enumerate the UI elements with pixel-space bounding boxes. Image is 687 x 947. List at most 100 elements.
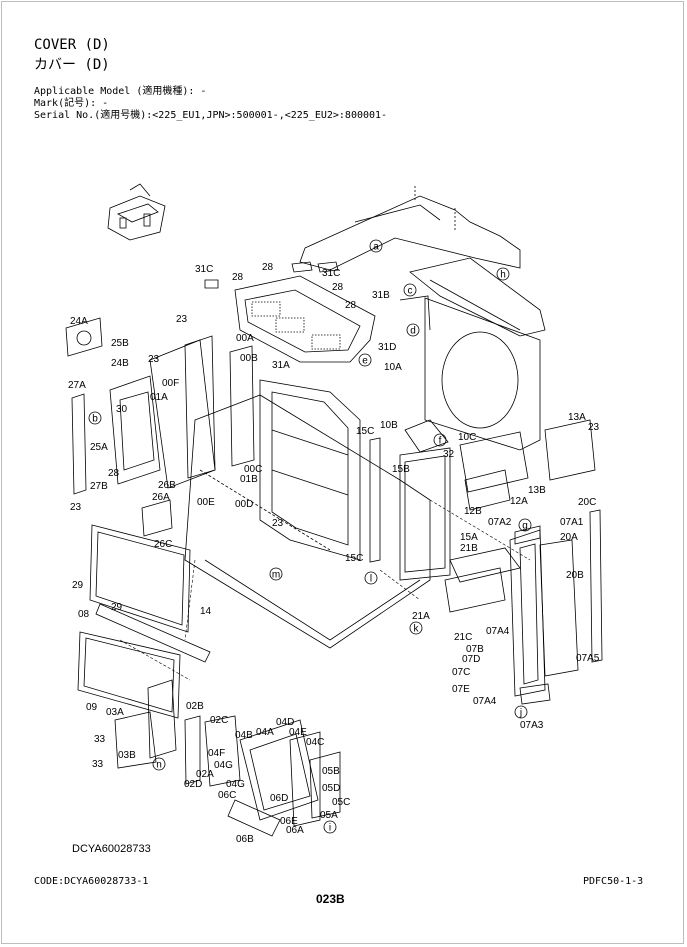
label-12a: 12A [510,496,528,507]
label-02c: 02C [210,715,228,726]
label-28: 28 [108,468,120,479]
base-frame [184,394,431,649]
label-31d: 31D [378,342,396,353]
svg-text:h: h [500,270,506,281]
svg-text:l: l [370,574,372,585]
part-10a-fan-shroud [399,295,541,453]
label-06a: 06A [286,825,304,836]
label-28: 28 [332,282,344,293]
callout-k: k [409,621,423,635]
label-07a4: 07A4 [486,626,510,637]
label-04f: 04F [208,748,225,759]
label-06e: 06E [280,816,298,827]
callout-f: f [433,433,447,447]
label-33: 33 [94,734,106,745]
label-31c: 31C [322,268,340,279]
label-03a: 03A [106,707,124,718]
callout-l: l [364,571,378,585]
mark-info: Mark(記号): - [34,98,109,109]
label-28: 28 [262,262,274,273]
label-33: 33 [92,759,104,770]
label-04d: 04D [276,717,294,728]
callout-n: n [152,757,166,771]
footer-code: CODE:DCYA60028733-1 [34,876,149,887]
label-00b: 00B [240,353,258,364]
label-15c: 15C [345,553,363,564]
left-panels [65,317,255,537]
callout-d: d [406,323,420,337]
part-labels: 31C 28 28 31C 28 31B 28 31D 31A 24A 25B … [68,262,600,845]
label-07d: 07D [462,654,480,665]
label-23: 23 [176,314,188,325]
svg-text:b: b [92,414,98,425]
callout-c: c [403,283,417,297]
callout-b: b [88,411,102,425]
callout-j: j [514,705,528,719]
label-24a: 24A [70,316,88,327]
label-20c: 20C [578,497,596,508]
part-31a-cover [204,261,376,363]
drawing-code: DCYA60028733 [72,843,151,855]
label-32: 32 [443,449,455,460]
label-02b: 02B [186,701,204,712]
leader-lines [119,499,531,681]
svg-text:k: k [414,624,420,635]
label-00a: 00A [236,333,254,344]
roof-cover [299,186,521,271]
label-15b: 15B [392,464,410,475]
label-07a3: 07A3 [520,720,544,731]
svg-text:i: i [329,823,331,834]
label-20b: 20B [566,570,584,581]
label-02a: 02A [196,769,214,780]
part-14-door-panel [89,524,191,633]
label-05a: 05A [320,810,338,821]
label-27b: 27B [90,481,108,492]
part-08-hinge-plate [95,603,211,663]
machine-thumbnail [107,183,166,241]
label-06b: 06B [236,834,254,845]
svg-text:c: c [408,286,413,297]
svg-text:a: a [373,242,379,253]
footer-page-id: PDFC50-1-3 [583,876,644,887]
label-00e: 00E [197,497,215,508]
label-15c: 15C [356,426,374,437]
label-23: 23 [70,502,82,513]
svg-text:f: f [439,436,442,447]
label-04g: 04G [214,760,233,771]
label-31c: 31C [195,264,213,275]
page-title-en: COVER (D) [34,37,110,53]
label-14: 14 [200,606,212,617]
label-31a: 31A [272,360,290,371]
label-05d: 05D [322,783,340,794]
label-12b: 12B [464,506,482,517]
label-10c: 10C [458,432,476,443]
label-21b: 21B [460,543,478,554]
label-28: 28 [232,272,244,283]
label-23: 23 [588,422,600,433]
label-04b: 04B [235,730,253,741]
label-26a: 26A [152,492,170,503]
label-04g: 04G [226,779,245,790]
label-07a5: 07A5 [576,653,600,664]
label-00f: 00F [162,378,179,389]
label-06d: 06D [270,793,288,804]
callout-a: a [369,239,383,253]
callout-h: h [496,267,510,281]
top-bracket [409,257,546,337]
label-04a: 04A [256,727,274,738]
label-07a2: 07A2 [488,517,512,528]
svg-text:m: m [272,570,280,581]
label-25b: 25B [111,338,129,349]
label-01a: 01A [150,392,168,403]
label-29: 29 [72,580,84,591]
label-10b: 10B [380,420,398,431]
label-26c: 26C [154,539,172,550]
callout-g: g [518,518,532,532]
callout-circles: a b c d e f g h i j k l m n [88,239,532,834]
label-06c: 06C [218,790,236,801]
label-03b: 03B [118,750,136,761]
callout-e: e [358,353,372,367]
callout-m: m [269,567,283,581]
